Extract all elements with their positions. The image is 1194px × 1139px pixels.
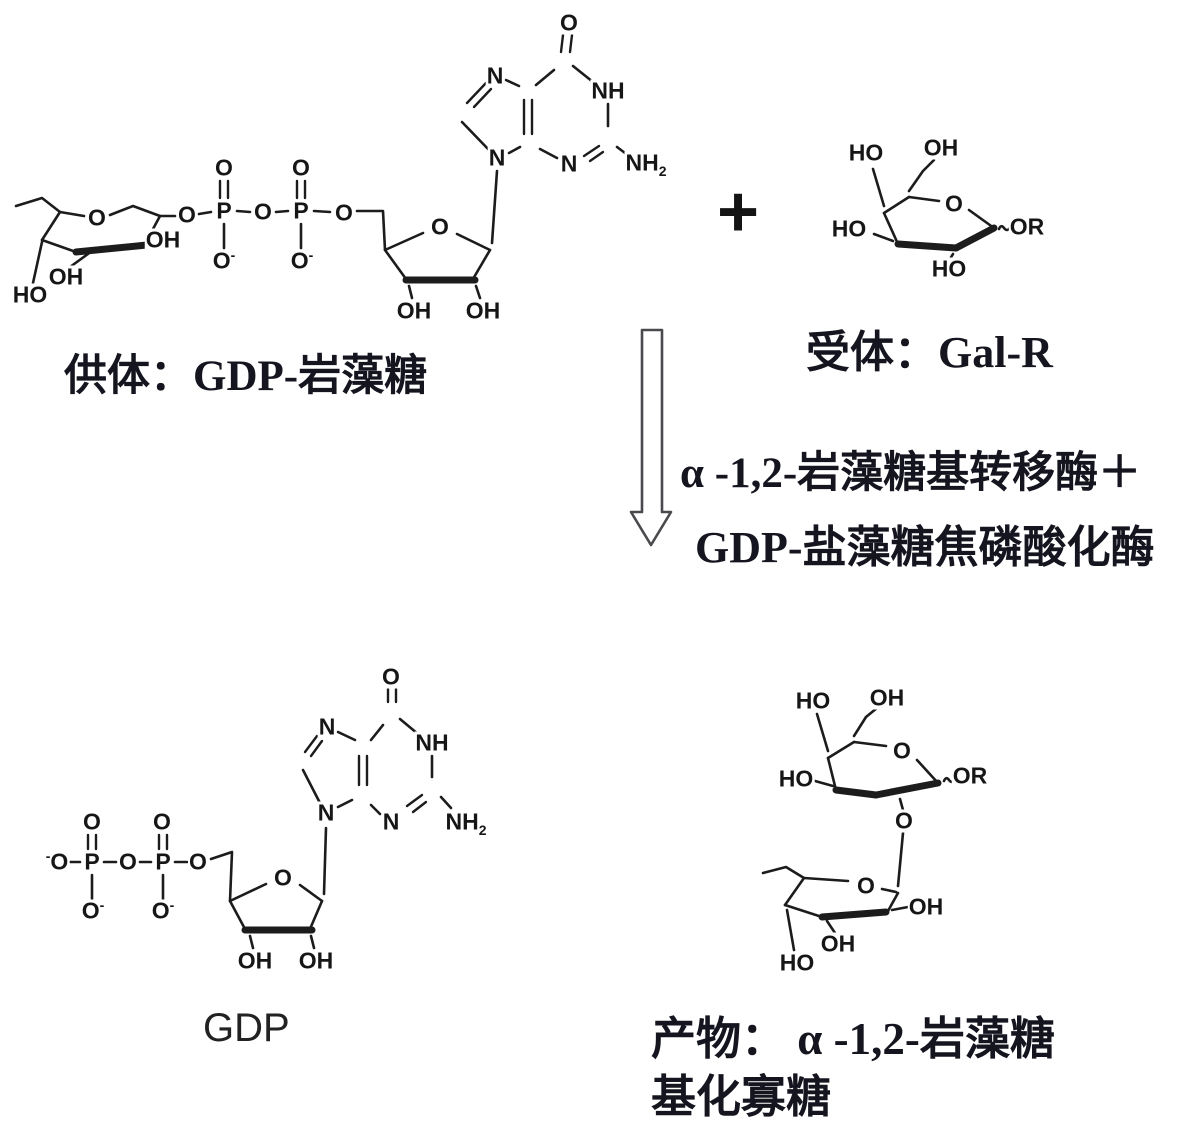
donor-gdp-fucose-atom-n-16: N (485, 62, 505, 89)
product-fucosylated-atom-ho-0: HO (794, 687, 832, 714)
donor-gdp-fucose-atom-oh-2: OH (47, 263, 85, 290)
product-fucosylated-atom-or-4: OR (951, 762, 989, 789)
acceptor-gal-r-atom-o-2: O (944, 190, 964, 217)
product-fucosylated-atom-o-6: O (856, 872, 876, 899)
enzyme-label-line2: GDP-盐藻糖焦磷酸化酶 (695, 523, 1155, 572)
donor-gdp-fucose-atom-o-11: O- (289, 246, 315, 274)
gdp-atom-o-7: O- (150, 896, 176, 924)
gdp-atom-o-3: O- (80, 896, 106, 924)
gdp-atom-o-8: O (188, 848, 208, 875)
donor-gdp-fucose-atom-n-19: N (487, 144, 507, 171)
donor-structure-drawing (14, 33, 631, 300)
donor-gdp-fucose-atom-o-7: O- (211, 246, 237, 274)
product-fucosylated-atom-o-2: O (892, 737, 912, 764)
acceptor-label: 受体：Gal-R (806, 328, 1053, 377)
product-fucosylated-atom-o-5: O (894, 807, 914, 834)
gdp-atom-o-4: O (118, 848, 138, 875)
product-fucosylated-atom-oh-1: OH (868, 684, 906, 711)
gdp-atom-o-13: O (381, 663, 401, 690)
donor-gdp-fucose-atom-nh-18: NH (590, 77, 626, 104)
product-fucosylated-atom-oh-8: OH (819, 930, 857, 957)
acceptor-gal-r-atom-oh-1: OH (922, 134, 960, 161)
acceptor-gal-r-atom-ho-3: HO (830, 215, 868, 242)
product-structure-drawing (761, 706, 962, 952)
donor-gdp-fucose-atom-o-4: O (177, 201, 197, 228)
donor-gdp-fucose-atom-p-5: P (215, 197, 233, 224)
product-label-line2: 基化寡糖 (651, 1072, 832, 1122)
donor-gdp-fucose-atom-nh-21: NH2 (624, 149, 668, 180)
plus-sign: + (716, 172, 760, 252)
gdp-atom-o-9: O (273, 864, 293, 891)
reaction-arrow-icon (629, 328, 673, 547)
donor-gdp-fucose-atom-o-0: O (87, 204, 107, 231)
gdp-atom-o-6: O (152, 808, 172, 835)
product-fucosylated-atom-ho-9: HO (778, 949, 816, 976)
gdp-atom-n-12: N (317, 713, 337, 740)
gdp-atom-n-16: N (381, 808, 401, 835)
donor-gdp-fucose-atom-p-9: P (292, 197, 310, 224)
acceptor-gal-r-atom-or-4: OR (1008, 213, 1046, 240)
gdp-atom-n-15: N (316, 799, 336, 826)
gdp-atom-p-2: P (83, 848, 101, 875)
donor-gdp-fucose-atom-ho-3: HO (11, 281, 49, 308)
gdp-atom-oh-10: OH (236, 947, 274, 974)
acceptor-gal-r-atom-ho-5: HO (930, 255, 968, 282)
product-fucosylated-atom-ho-3: HO (777, 765, 815, 792)
gdp-atom-o-1: O (82, 808, 102, 835)
acceptor-gal-r-atom-ho-0: HO (847, 139, 885, 166)
donor-gdp-fucose-atom-oh-1: OH (144, 226, 182, 253)
gdp-atom-p-5: P (154, 848, 172, 875)
enzyme-label-line1: α -1,2-岩藻糖基转移酶＋ (680, 450, 1142, 497)
gdp-structure-drawing (68, 687, 453, 950)
product-fucosylated-atom-oh-7: OH (907, 893, 945, 920)
donor-gdp-fucose-atom-o-10: O (291, 154, 311, 181)
donor-gdp-fucose-atom-o-12: O (334, 199, 354, 226)
gdp-label: GDP (203, 1006, 290, 1050)
product-label-line1: 产物： α -1,2-岩藻糖 (651, 1014, 1055, 1064)
donor-gdp-fucose-atom-o-6: O (214, 154, 234, 181)
donor-gdp-fucose-atom-o-8: O (253, 198, 273, 225)
donor-label: 供体：GDP-岩藻糖 (64, 353, 428, 400)
gdp-atom-nh-17: NH2 (444, 808, 488, 839)
donor-gdp-fucose-atom-n-20: N (559, 150, 579, 177)
gdp-atom-oh-11: OH (297, 947, 335, 974)
gdp-atom-o-0: -O (44, 847, 70, 875)
gdp-atom-nh-14: NH (414, 729, 450, 756)
donor-gdp-fucose-atom-oh-14: OH (395, 297, 433, 324)
acceptor-structure-drawing (871, 158, 1017, 261)
donor-gdp-fucose-atom-o-17: O (559, 9, 579, 36)
donor-gdp-fucose-atom-oh-15: OH (464, 297, 502, 324)
donor-gdp-fucose-atom-o-13: O (430, 213, 450, 240)
